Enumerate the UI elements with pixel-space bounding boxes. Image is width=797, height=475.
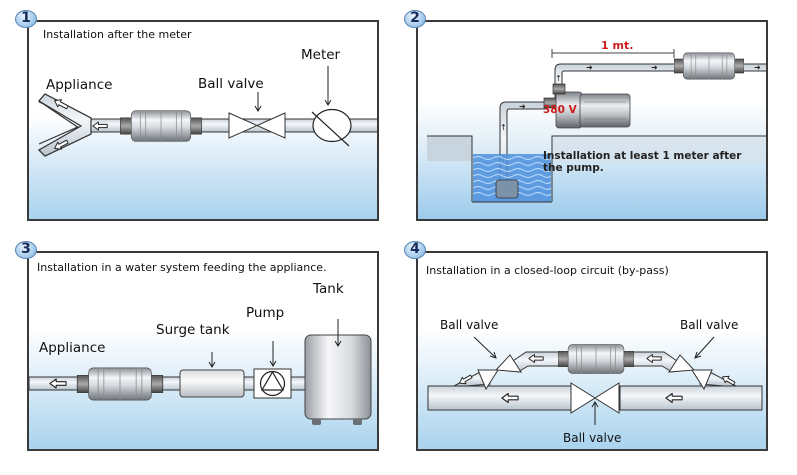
ball-valve-icon [228,112,286,139]
surge-tank-icon [179,369,245,398]
main-pipe-right [619,385,763,411]
surge-tank-label: Surge tank [156,322,230,338]
panel-3-diagram [29,319,372,425]
ball-valve-left-label: Ball valve [440,318,499,332]
panel-3-caption: Installation in a water system feeding t… [37,261,327,274]
panel-2-installation-after-pump: 1 mt. ➜ ➜ ➜ ↑ ➜ ↑ ↑ [416,20,768,221]
ball-valve-right-label: Ball valve [680,318,739,332]
ball-valve-bottom-label: Ball valve [563,431,622,445]
water-treatment-device-icon [558,344,634,374]
svg-text:↑: ↑ [555,74,562,83]
outlet-pipe [554,63,766,103]
pump-icon [253,368,292,399]
svg-text:➜: ➜ [651,63,658,72]
appliance-label: Appliance [46,77,113,93]
appliance-label: Appliance [39,340,106,356]
meter-label: Meter [301,47,341,63]
water-well [427,135,766,203]
svg-text:➜: ➜ [754,63,761,72]
ball-valve-bottom-icon [570,382,620,414]
pump-voltage-label: 380 V [543,104,577,116]
water-treatment-device-icon [76,367,164,401]
pump-icon [543,83,631,129]
tank-label: Tank [313,281,344,297]
ball-valve-left-icon [477,354,522,391]
panel-4-closed-loop-bypass: Installation in a closed-loop circuit (b… [416,251,768,451]
svg-text:➜: ➜ [519,102,526,111]
step-badge-1: 1 [15,10,37,28]
panel-1-diagram [38,66,377,157]
panel-2-diagram: ➜ ➜ ➜ ↑ ➜ ↑ ↑ [427,49,766,203]
svg-text:↑: ↑ [500,123,507,132]
ball-valve-right-icon [668,354,713,391]
panel-1-caption: Installation after the meter [43,28,192,41]
panel-1-installation-after-meter: Installation after the meter Appliance B… [27,20,379,221]
distance-marker [551,49,675,58]
main-pipe-left [427,385,573,411]
water-treatment-device-icon [120,110,202,142]
water-treatment-device-icon [674,52,744,80]
step-badge-2: 2 [404,10,426,28]
svg-text:➜: ➜ [586,63,593,72]
step-badge-3: 3 [15,241,37,259]
step-badge-4: 4 [404,241,426,259]
panel-4-diagram [427,336,763,425]
ball-valve-label: Ball valve [198,76,264,92]
panel-4-caption: Installation in a closed-loop circuit (b… [426,264,669,277]
pump-label: Pump [246,305,285,321]
panel-2-caption: Installation at least 1 meter after the … [543,150,742,174]
tank-icon [304,334,372,425]
distance-label: 1 mt. [601,39,634,52]
panel-3-water-system: Installation in a water system feeding t… [27,251,379,451]
meter-icon [311,108,352,147]
